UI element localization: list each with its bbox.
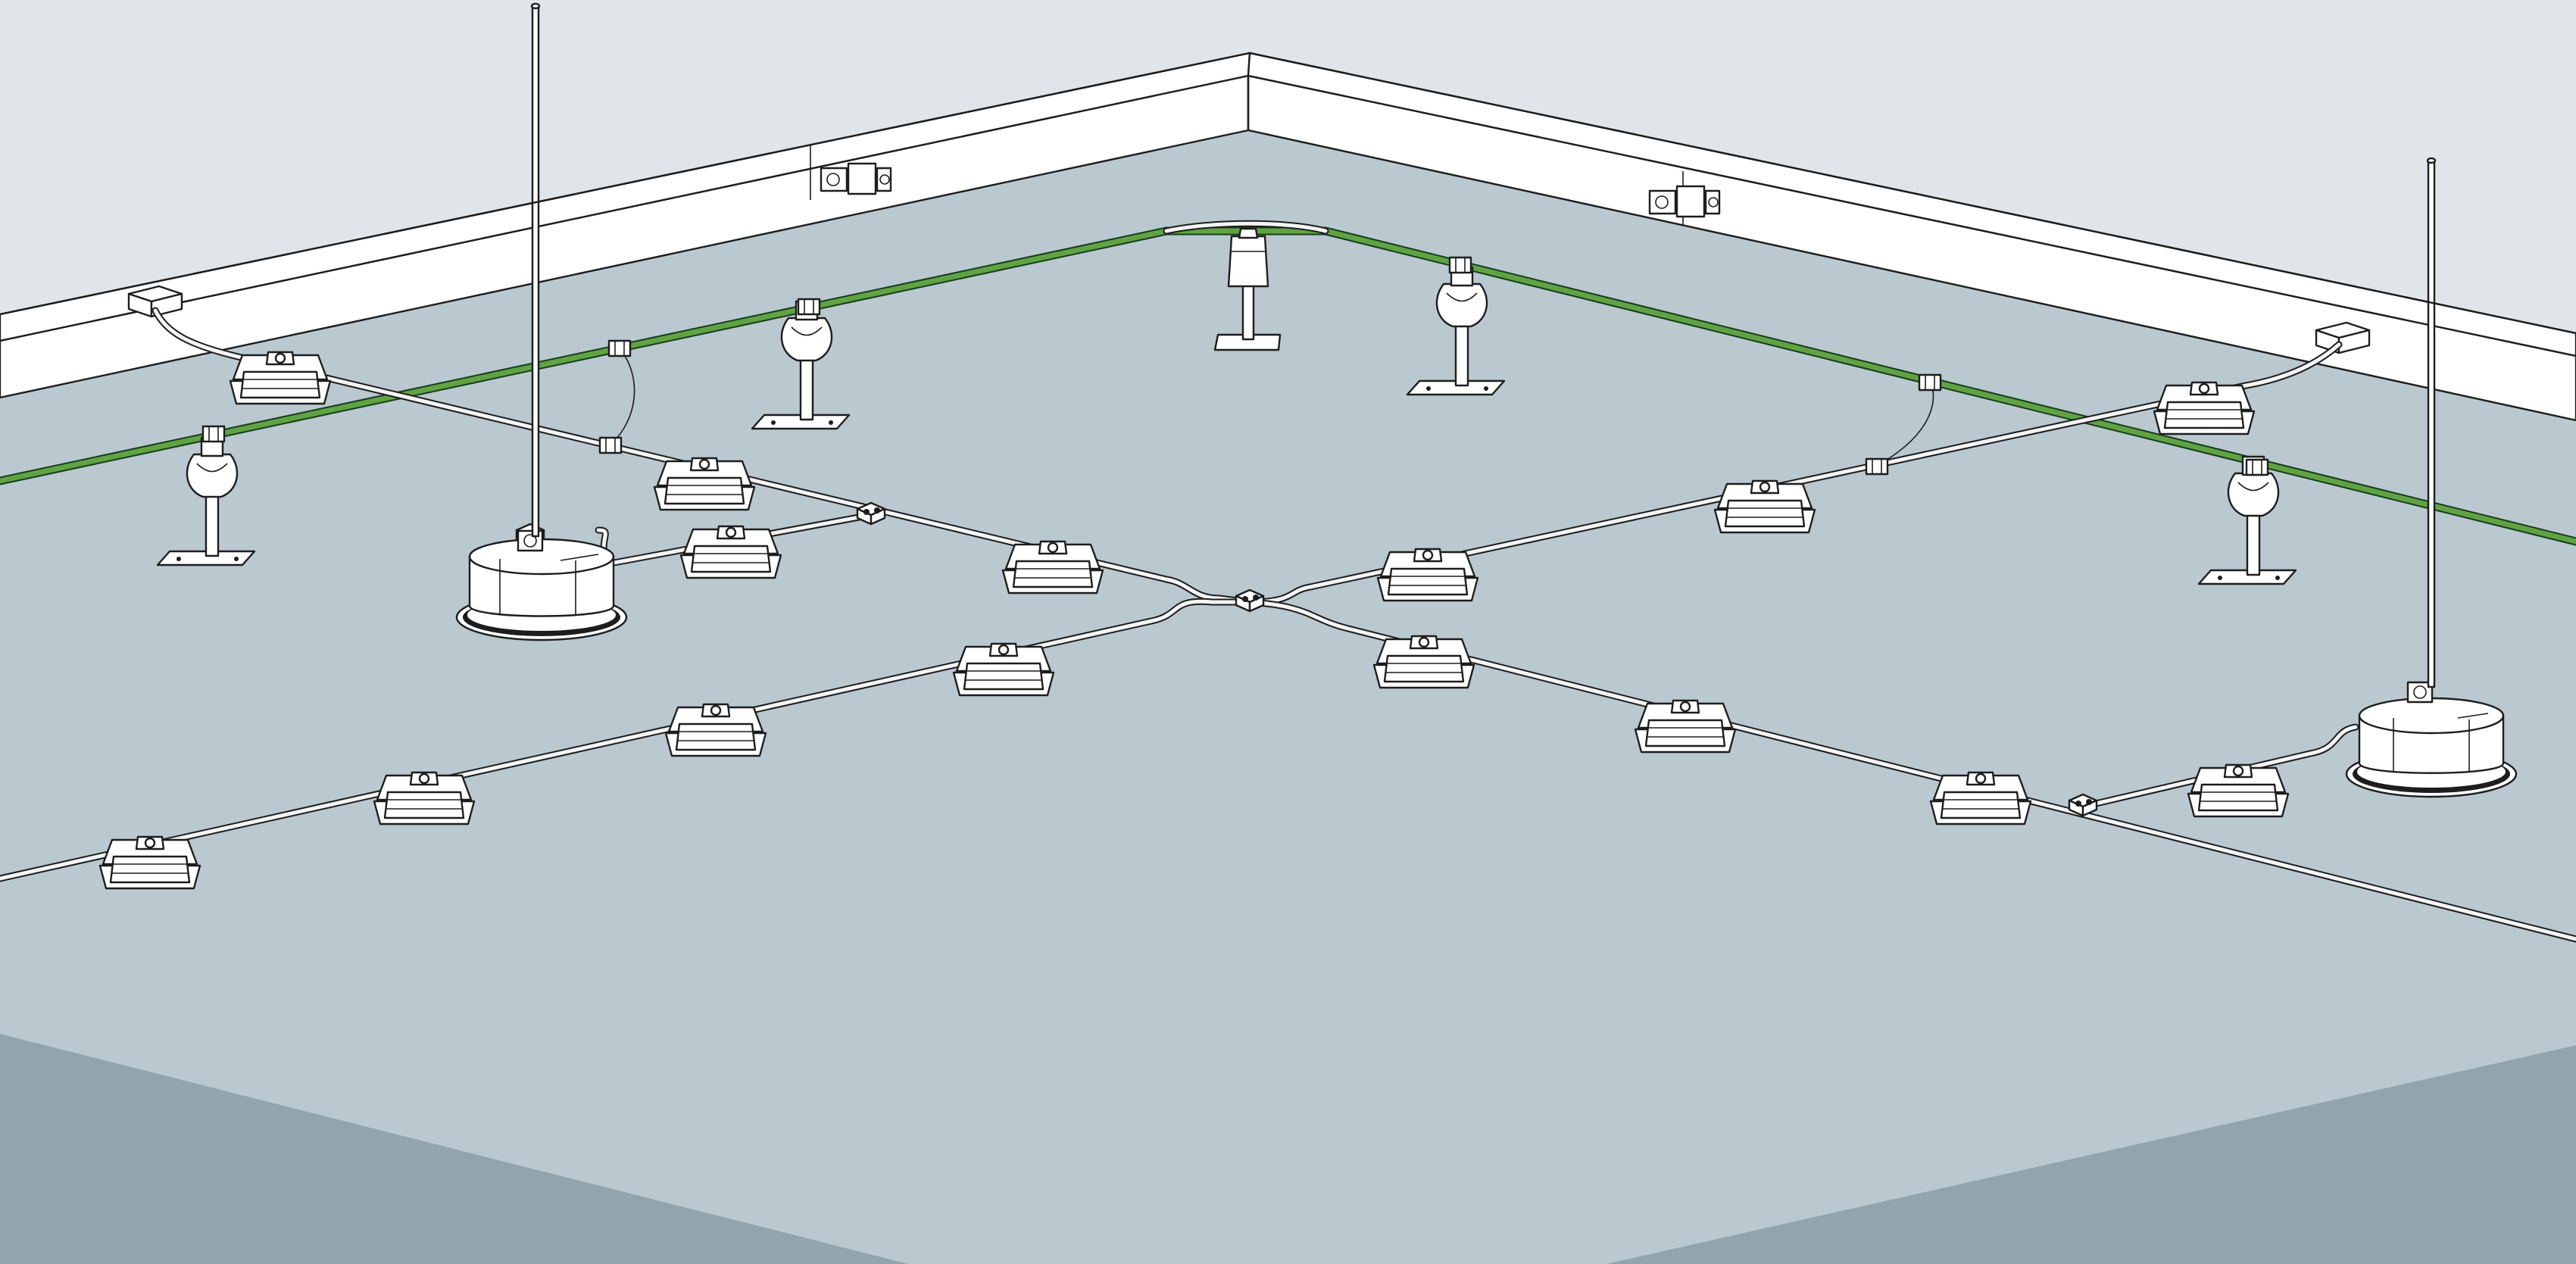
green-conductor-clip xyxy=(797,298,821,316)
junction-box-left xyxy=(127,285,183,318)
roof-conductor-holder xyxy=(2187,763,2290,818)
roof-conductor-holder xyxy=(1929,771,2032,826)
green-conductor-clip xyxy=(1918,373,1942,392)
green-conductor-clip xyxy=(201,425,226,443)
roof-conductor-holder xyxy=(98,835,201,890)
roof-conductor-holder xyxy=(229,351,332,405)
air-terminal-rod-left xyxy=(530,2,541,538)
roof-conductor-holder xyxy=(1001,540,1104,595)
roof-conductor-holder xyxy=(679,525,782,579)
green-conductor-clip xyxy=(1865,457,1889,476)
concrete-base-right xyxy=(2345,681,2518,798)
parapet-clamp xyxy=(820,162,892,195)
roof-conductor-holder xyxy=(664,703,767,757)
roof-conductor-holder xyxy=(1372,635,1475,689)
green-conductor-clip xyxy=(2245,458,2269,476)
roof-conductor-holder xyxy=(373,771,476,826)
concrete-base-left xyxy=(455,529,628,641)
roof-conductor-holder xyxy=(653,457,756,511)
roof-surface xyxy=(0,129,2576,1264)
roof-conductor-holder xyxy=(1713,479,1816,534)
roof-conductor-holder xyxy=(952,642,1055,697)
roof-conductor-holder xyxy=(1376,548,1479,602)
roof-front-edge xyxy=(0,1034,2576,1264)
parapet-clamp xyxy=(1648,185,1721,218)
roof-conductor-holder xyxy=(1634,699,1737,754)
green-conductor-clip xyxy=(607,339,632,357)
green-conductor-clip xyxy=(1448,256,1472,274)
air-terminal-rod-right xyxy=(2426,157,2437,688)
roof-conductor-holder xyxy=(2153,381,2256,435)
green-conductor-clip xyxy=(598,436,623,454)
